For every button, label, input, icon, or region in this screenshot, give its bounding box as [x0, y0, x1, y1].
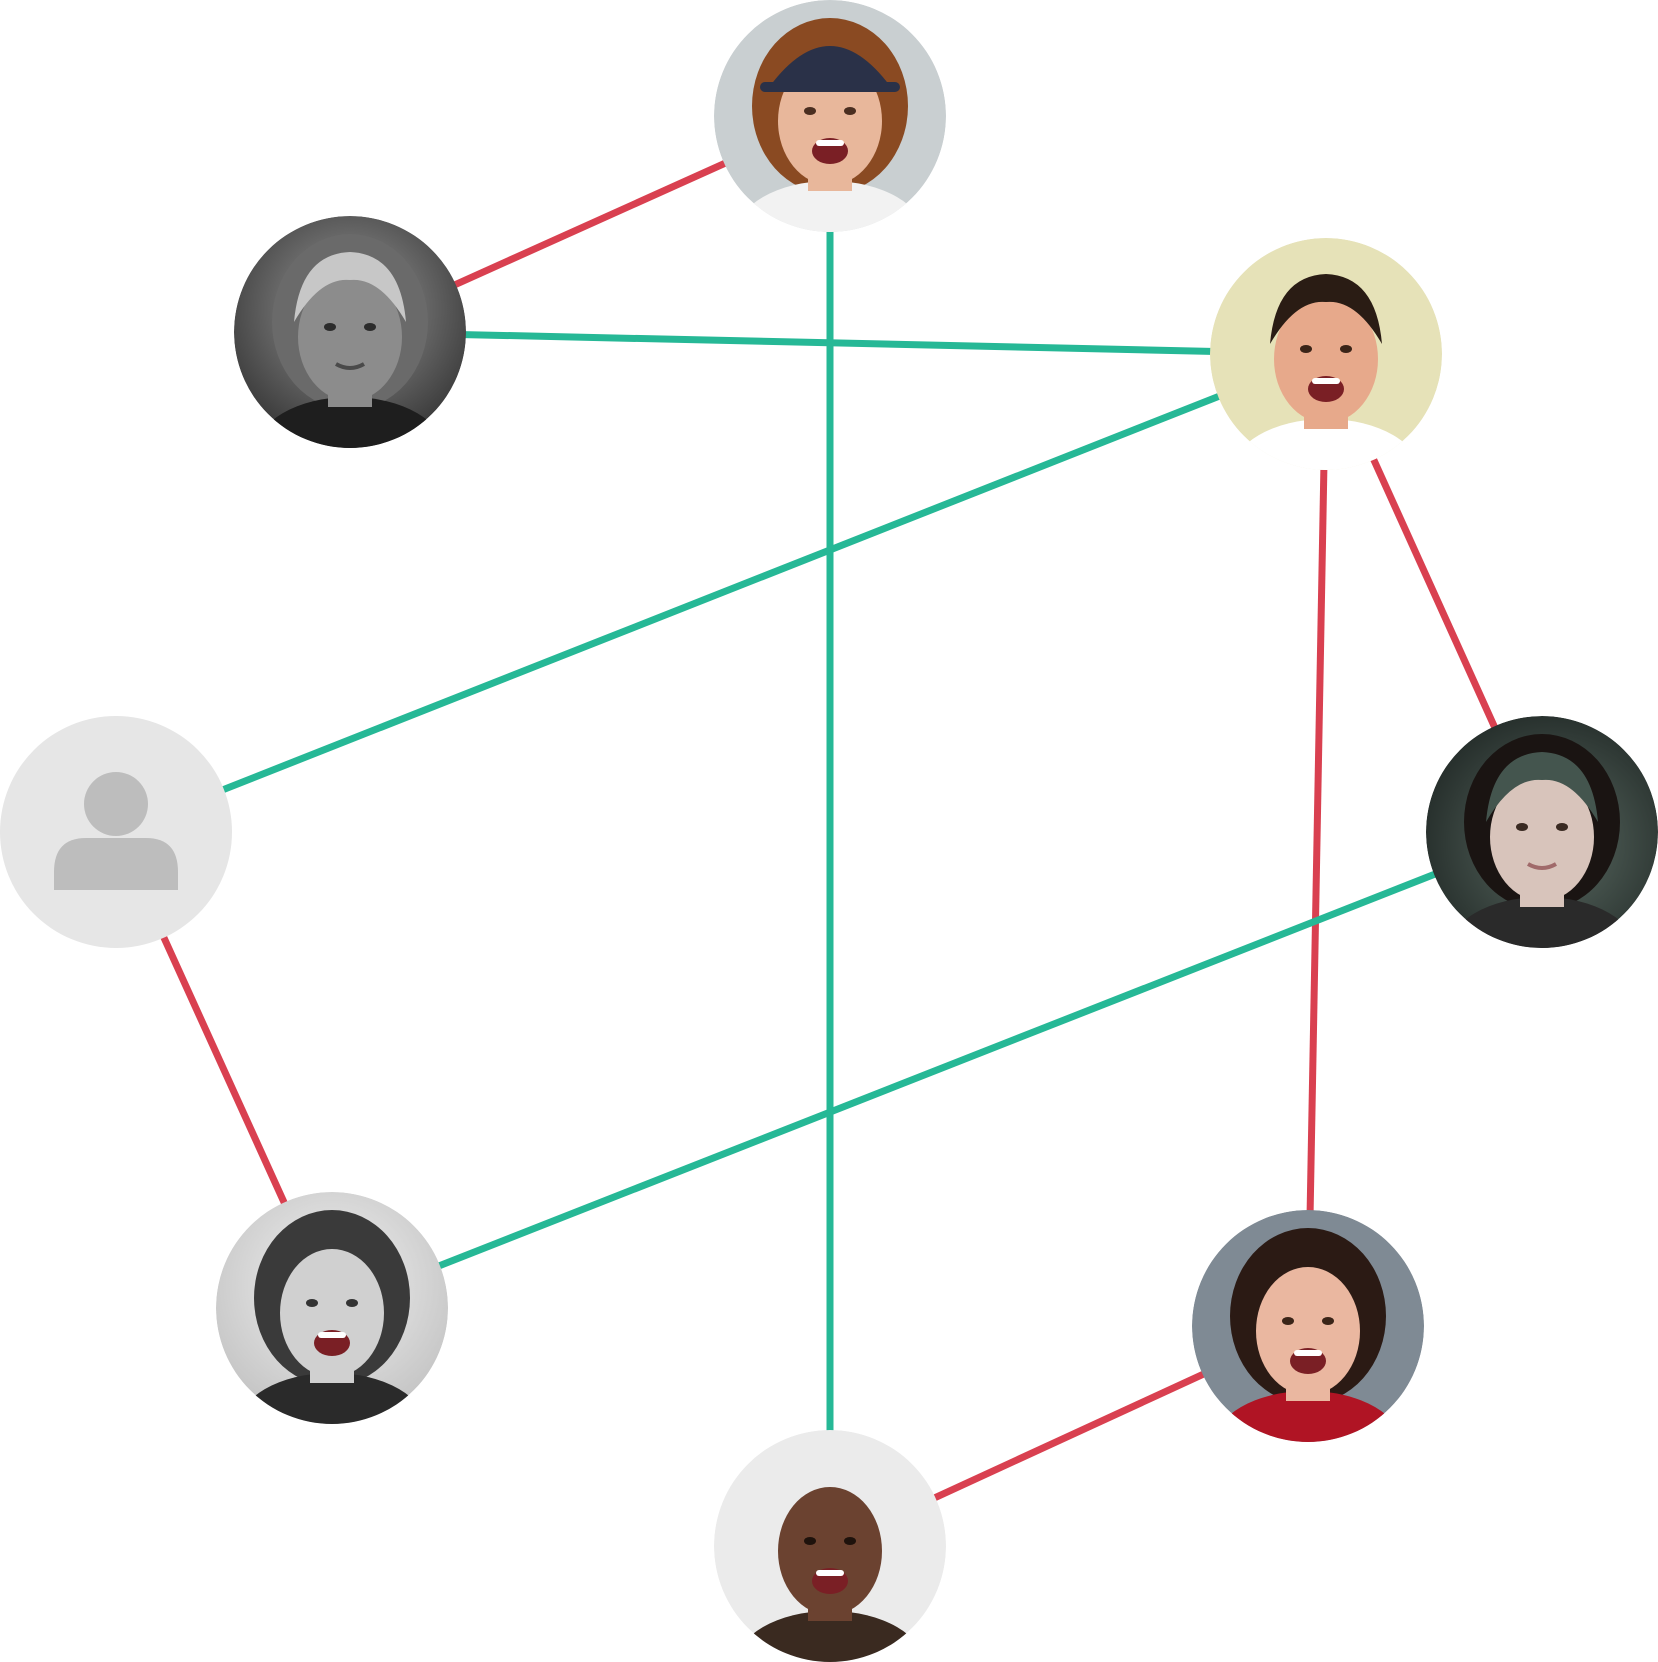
avatar-photo [1426, 716, 1658, 948]
avatar-person-bw-hair[interactable] [234, 216, 466, 507]
user-silhouette-icon [54, 772, 178, 890]
avatar-man-smiling[interactable] [1210, 238, 1442, 529]
avatar-bald-man[interactable] [714, 1430, 946, 1662]
avatar-photo [1210, 238, 1442, 470]
avatar-photo [714, 1430, 946, 1662]
avatar-photo [1192, 1210, 1424, 1442]
avatar-photo [714, 0, 946, 232]
edge-man-smiling-to-woman-red-sweater [1304, 353, 1330, 1327]
avatar-photo [216, 1192, 448, 1424]
avatar-woman-cap[interactable] [714, 0, 946, 291]
avatar-placeholder-user[interactable] [0, 716, 232, 948]
edge-person-bw-hair-to-man-smiling [349, 328, 1327, 358]
avatar-woman-knit-hat[interactable] [1426, 716, 1658, 1007]
edge-man-smiling-to-placeholder-user [114, 350, 1328, 836]
edges-layer [112, 112, 1546, 1550]
avatar-woman-red-sweater[interactable] [1192, 1210, 1424, 1501]
avatar-child-bw[interactable] [216, 1192, 448, 1483]
edge-woman-knit-hat-to-child-bw [330, 828, 1544, 1312]
avatar-photo [234, 216, 466, 448]
